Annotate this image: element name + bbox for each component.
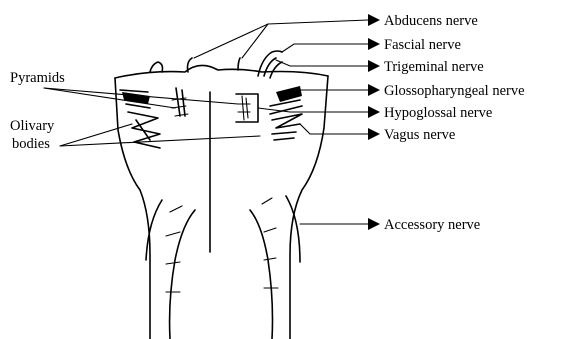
label-vagus-nerve: Vagus nerve bbox=[384, 127, 455, 143]
label-facial-nerve: Fascial nerve bbox=[384, 37, 461, 53]
label-glossopharyngeal-nerve: Glossopharyngeal nerve bbox=[384, 83, 525, 99]
accessory-rootlets-left bbox=[146, 200, 182, 292]
label-abducens-nerve: Abducens nerve bbox=[384, 13, 478, 29]
label-accessory-nerve: Accessory nerve bbox=[384, 217, 480, 233]
label-olivary: Olivary bbox=[10, 118, 55, 134]
facial-trigeminal-rootlets bbox=[150, 51, 282, 78]
hypoglossal-rootlets bbox=[236, 94, 258, 122]
glossopharyngeal-vagus-rootlets bbox=[270, 86, 302, 140]
label-bodies: bodies bbox=[12, 136, 50, 152]
structure-labels: Pyramids Olivary bodies bbox=[10, 70, 65, 152]
medulla-outline bbox=[115, 65, 328, 339]
leader-lines bbox=[44, 14, 380, 230]
label-hypoglossal-nerve: Hypoglossal nerve bbox=[384, 105, 492, 121]
label-trigeminal-nerve: Trigeminal nerve bbox=[384, 59, 484, 75]
nerve-labels: Abducens nerve Fascial nerve Trigeminal … bbox=[384, 13, 525, 233]
label-pyramids: Pyramids bbox=[10, 70, 65, 86]
